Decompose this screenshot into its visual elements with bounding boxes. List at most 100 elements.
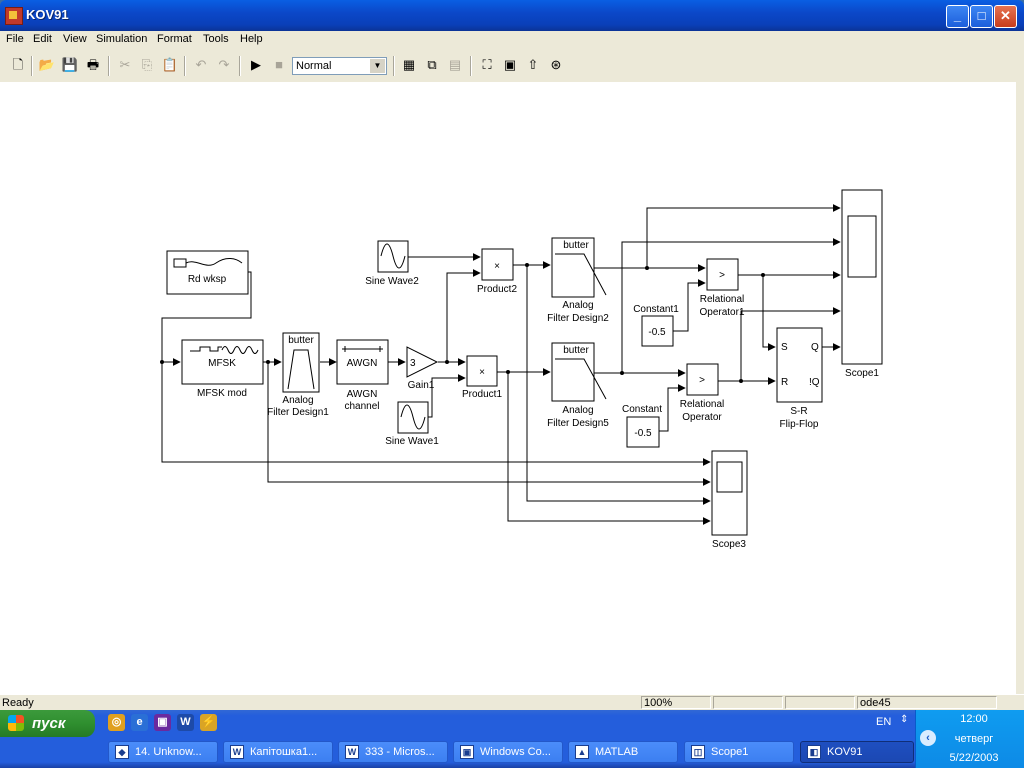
go-to-parent-icon[interactable]: ⇧ <box>527 57 539 72</box>
menu-format[interactable]: Format <box>157 33 192 45</box>
product1-block[interactable]: × <box>466 355 498 387</box>
task-button-windows-commander[interactable]: ▣Windows Co... <box>453 741 563 763</box>
internet-explorer-icon[interactable]: e <box>131 714 148 731</box>
rd-wksp-block[interactable]: Rd wksp <box>166 250 249 295</box>
sr-port-r: R <box>781 377 788 388</box>
relop-label-line1: Relational <box>680 399 724 410</box>
vertical-scrollbar[interactable] <box>1016 82 1024 694</box>
minimize-button[interactable]: _ <box>946 5 969 28</box>
constant1-block[interactable]: -0.5 <box>641 315 674 347</box>
scope1-block[interactable] <box>841 189 883 365</box>
analog-filter-design5-block[interactable]: butter <box>551 342 607 402</box>
sine-wave1-label: Sine Wave1 <box>385 436 439 447</box>
debug-icon[interactable]: ⊛ <box>550 57 562 72</box>
print-icon[interactable]: 🖶 <box>86 57 100 72</box>
menu-file[interactable]: File <box>6 33 24 45</box>
word-doc-icon: W <box>345 745 359 759</box>
filter2-inner-label: butter <box>563 240 589 251</box>
solver-indicator: ode45 <box>857 696 997 709</box>
save-icon[interactable]: 💾 <box>61 57 79 72</box>
redo-icon[interactable]: ↷ <box>218 57 230 72</box>
block-diagram[interactable]: Rd wksp MFSK MFSK mod butter Analog Filt… <box>0 82 1016 694</box>
filter5-label-line1: Analog <box>562 405 593 416</box>
analog-filter-design1-block[interactable]: butter <box>282 332 320 393</box>
maximize-button[interactable]: □ <box>970 5 993 28</box>
constant-block[interactable]: -0.5 <box>626 416 660 448</box>
menu-edit[interactable]: Edit <box>33 33 52 45</box>
quicklaunch-tool-icon[interactable]: ⚡ <box>200 714 217 731</box>
chevron-down-icon[interactable]: ▼ <box>370 59 385 73</box>
chevron-left-icon[interactable]: ‹ <box>920 730 936 746</box>
constant-value: -0.5 <box>634 428 652 439</box>
update-diagram-icon[interactable]: ⧉ <box>427 57 437 72</box>
quicklaunch-app-icon[interactable]: ◎ <box>108 714 125 731</box>
zoom-indicator: 100% <box>641 696 711 709</box>
scope3-block[interactable] <box>711 450 748 536</box>
analog-filter-design2-block[interactable]: butter <box>551 237 607 298</box>
product2-label: Product2 <box>477 284 517 295</box>
product2-block[interactable]: × <box>481 248 514 281</box>
simulink-model-icon[interactable] <box>5 7 23 25</box>
task-app-icon: ◆ <box>115 745 129 759</box>
product1-label: Product1 <box>462 389 502 400</box>
constant1-value: -0.5 <box>648 327 666 338</box>
sr-flip-flop-block[interactable]: S R Q !Q <box>776 327 823 403</box>
sr-label-line2: Flip-Flop <box>780 419 819 430</box>
status-panel-empty <box>713 696 783 709</box>
model-explorer-icon[interactable]: ▣ <box>503 57 517 72</box>
windows-logo-icon <box>8 715 24 731</box>
sine-wave2-block[interactable] <box>377 240 409 273</box>
menu-tools[interactable]: Tools <box>203 33 229 45</box>
simulation-mode-select[interactable]: Normal ▼ <box>292 57 387 75</box>
gain1-block[interactable]: 3 <box>406 346 439 378</box>
task-button-unknown[interactable]: ◆14. Unknow... <box>108 741 218 763</box>
task-label: MATLAB <box>595 746 639 758</box>
open-folder-icon[interactable]: 📂 <box>38 57 56 72</box>
task-button-matlab[interactable]: ▲MATLAB <box>568 741 678 763</box>
language-bar-icon[interactable]: ⇕ <box>900 714 909 725</box>
task-button-scope1[interactable]: ◫Scope1 <box>684 741 794 763</box>
stop-simulation-icon[interactable]: ■ <box>275 57 283 72</box>
copy-icon[interactable]: ⎘ <box>141 57 153 72</box>
start-button[interactable]: пуск <box>0 710 95 737</box>
status-text: Ready <box>2 697 34 709</box>
task-button-kov91[interactable]: ◧KOV91 <box>800 741 914 763</box>
rd-wksp-label: Rd wksp <box>188 274 227 285</box>
mfsk-inner-label: MFSK <box>208 358 236 369</box>
new-file-icon[interactable]: 🗋 <box>12 57 24 72</box>
quicklaunch-disk-icon[interactable]: ▣ <box>154 714 171 731</box>
awgn-inner-label: AWGN <box>347 358 378 369</box>
product2-inner: × <box>494 261 500 272</box>
word-icon[interactable]: W <box>177 714 194 731</box>
paste-icon[interactable]: 📋 <box>161 57 179 72</box>
awgn-channel-block[interactable]: AWGN <box>336 339 389 385</box>
clock-time[interactable]: 12:00 <box>960 713 988 725</box>
awgn-label-line1: AWGN <box>347 389 378 400</box>
build-subsystem-icon[interactable]: ▤ <box>448 57 462 72</box>
undo-icon[interactable]: ↶ <box>195 57 207 72</box>
relational-operator-block[interactable]: > <box>686 363 719 396</box>
word-doc-icon: W <box>230 745 244 759</box>
close-button[interactable]: ✕ <box>994 5 1017 28</box>
library-browser-icon[interactable]: ⛶ <box>482 57 492 72</box>
toolbar-separator <box>108 56 110 76</box>
status-bar <box>0 694 1024 711</box>
mfsk-mod-block[interactable]: MFSK <box>181 339 264 385</box>
menu-view[interactable]: View <box>63 33 87 45</box>
menu-help[interactable]: Help <box>240 33 263 45</box>
title-bar[interactable] <box>0 0 1024 31</box>
relop-label-line2: Operator <box>682 412 722 423</box>
start-simulation-icon[interactable]: ▶ <box>251 57 261 72</box>
menu-simulation[interactable]: Simulation <box>96 33 148 45</box>
build-icon[interactable]: ▦ <box>402 57 416 72</box>
sine-wave1-block[interactable] <box>397 401 429 434</box>
relational-operator1-block[interactable]: > <box>706 258 739 291</box>
filter5-inner-label: butter <box>563 345 589 356</box>
cut-icon[interactable]: ✂ <box>119 57 131 72</box>
sr-port-nq: !Q <box>809 377 820 388</box>
language-indicator[interactable]: EN <box>876 716 892 728</box>
constant-label: Constant <box>622 404 662 415</box>
scope-icon: ◫ <box>691 745 705 759</box>
